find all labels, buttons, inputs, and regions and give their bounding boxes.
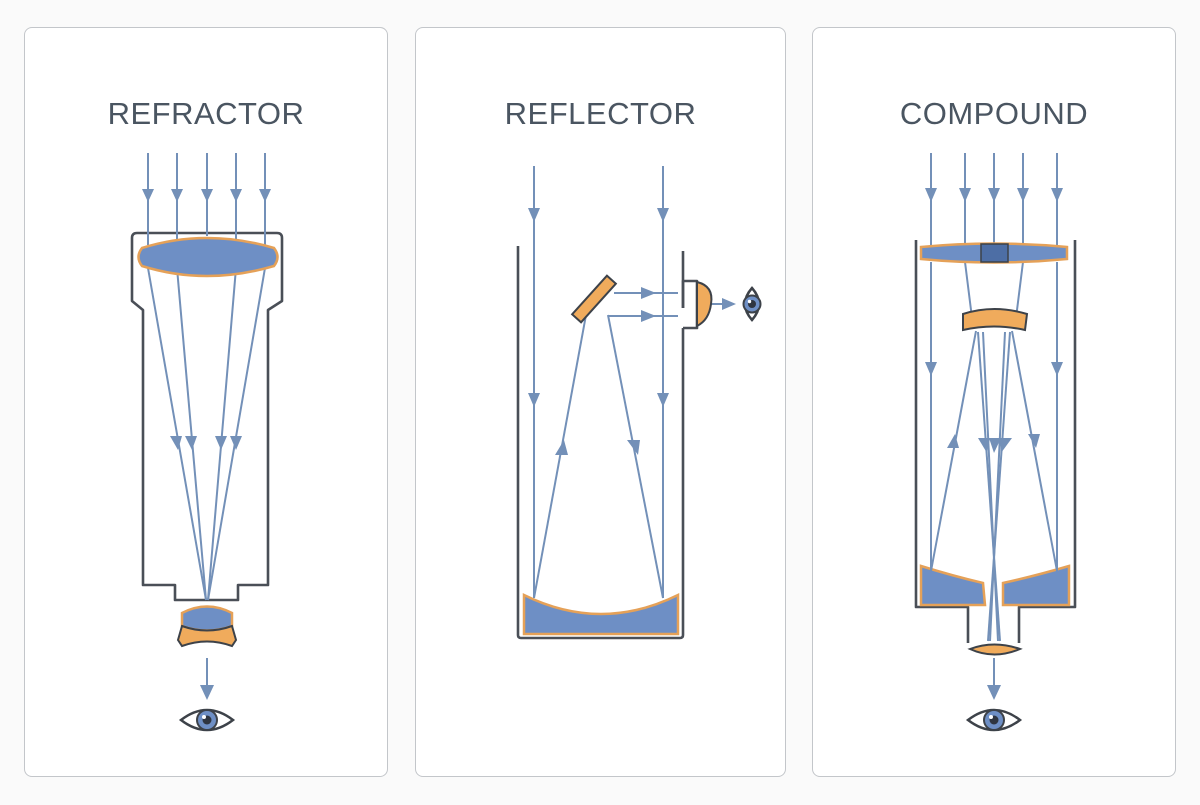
reflector-diagram xyxy=(516,166,762,640)
eyepiece-lens xyxy=(696,280,713,328)
corrector-plate xyxy=(919,242,1069,264)
refractor-tube xyxy=(130,231,284,602)
panel-title-reflector: REFLECTOR xyxy=(504,96,697,131)
panel-compound: COMPOUND xyxy=(812,27,1176,777)
eye-icon xyxy=(178,708,236,732)
down-arrow-icon xyxy=(987,685,1001,700)
panel-title-compound: COMPOUND xyxy=(899,96,1089,131)
panel-reflector: REFLECTOR xyxy=(415,27,786,777)
secondary-mirror xyxy=(962,308,1029,332)
reflector-tube xyxy=(516,246,685,640)
refractor-arrowheads xyxy=(142,189,271,700)
diagonal-mirror xyxy=(570,274,618,324)
eye-icon xyxy=(965,708,1023,732)
reflector-rays xyxy=(533,166,724,599)
down-arrow-icon xyxy=(200,685,214,700)
panel-title-refractor: REFRACTOR xyxy=(107,96,305,131)
eye-icon xyxy=(742,286,762,322)
eyepiece xyxy=(176,605,238,648)
panel-refractor: REFRACTOR xyxy=(24,27,388,777)
reflector-arrowheads xyxy=(528,208,736,455)
refractor-diagram xyxy=(130,153,284,732)
eyepiece-lens xyxy=(967,643,1023,656)
compound-diagram xyxy=(914,153,1077,732)
compound-rays xyxy=(930,153,1058,693)
objective-lens xyxy=(137,236,279,278)
right-arrow-icon xyxy=(722,298,736,310)
primary-mirror xyxy=(522,592,680,636)
compound-arrowheads xyxy=(925,188,1063,700)
compound-tube xyxy=(914,240,1077,643)
